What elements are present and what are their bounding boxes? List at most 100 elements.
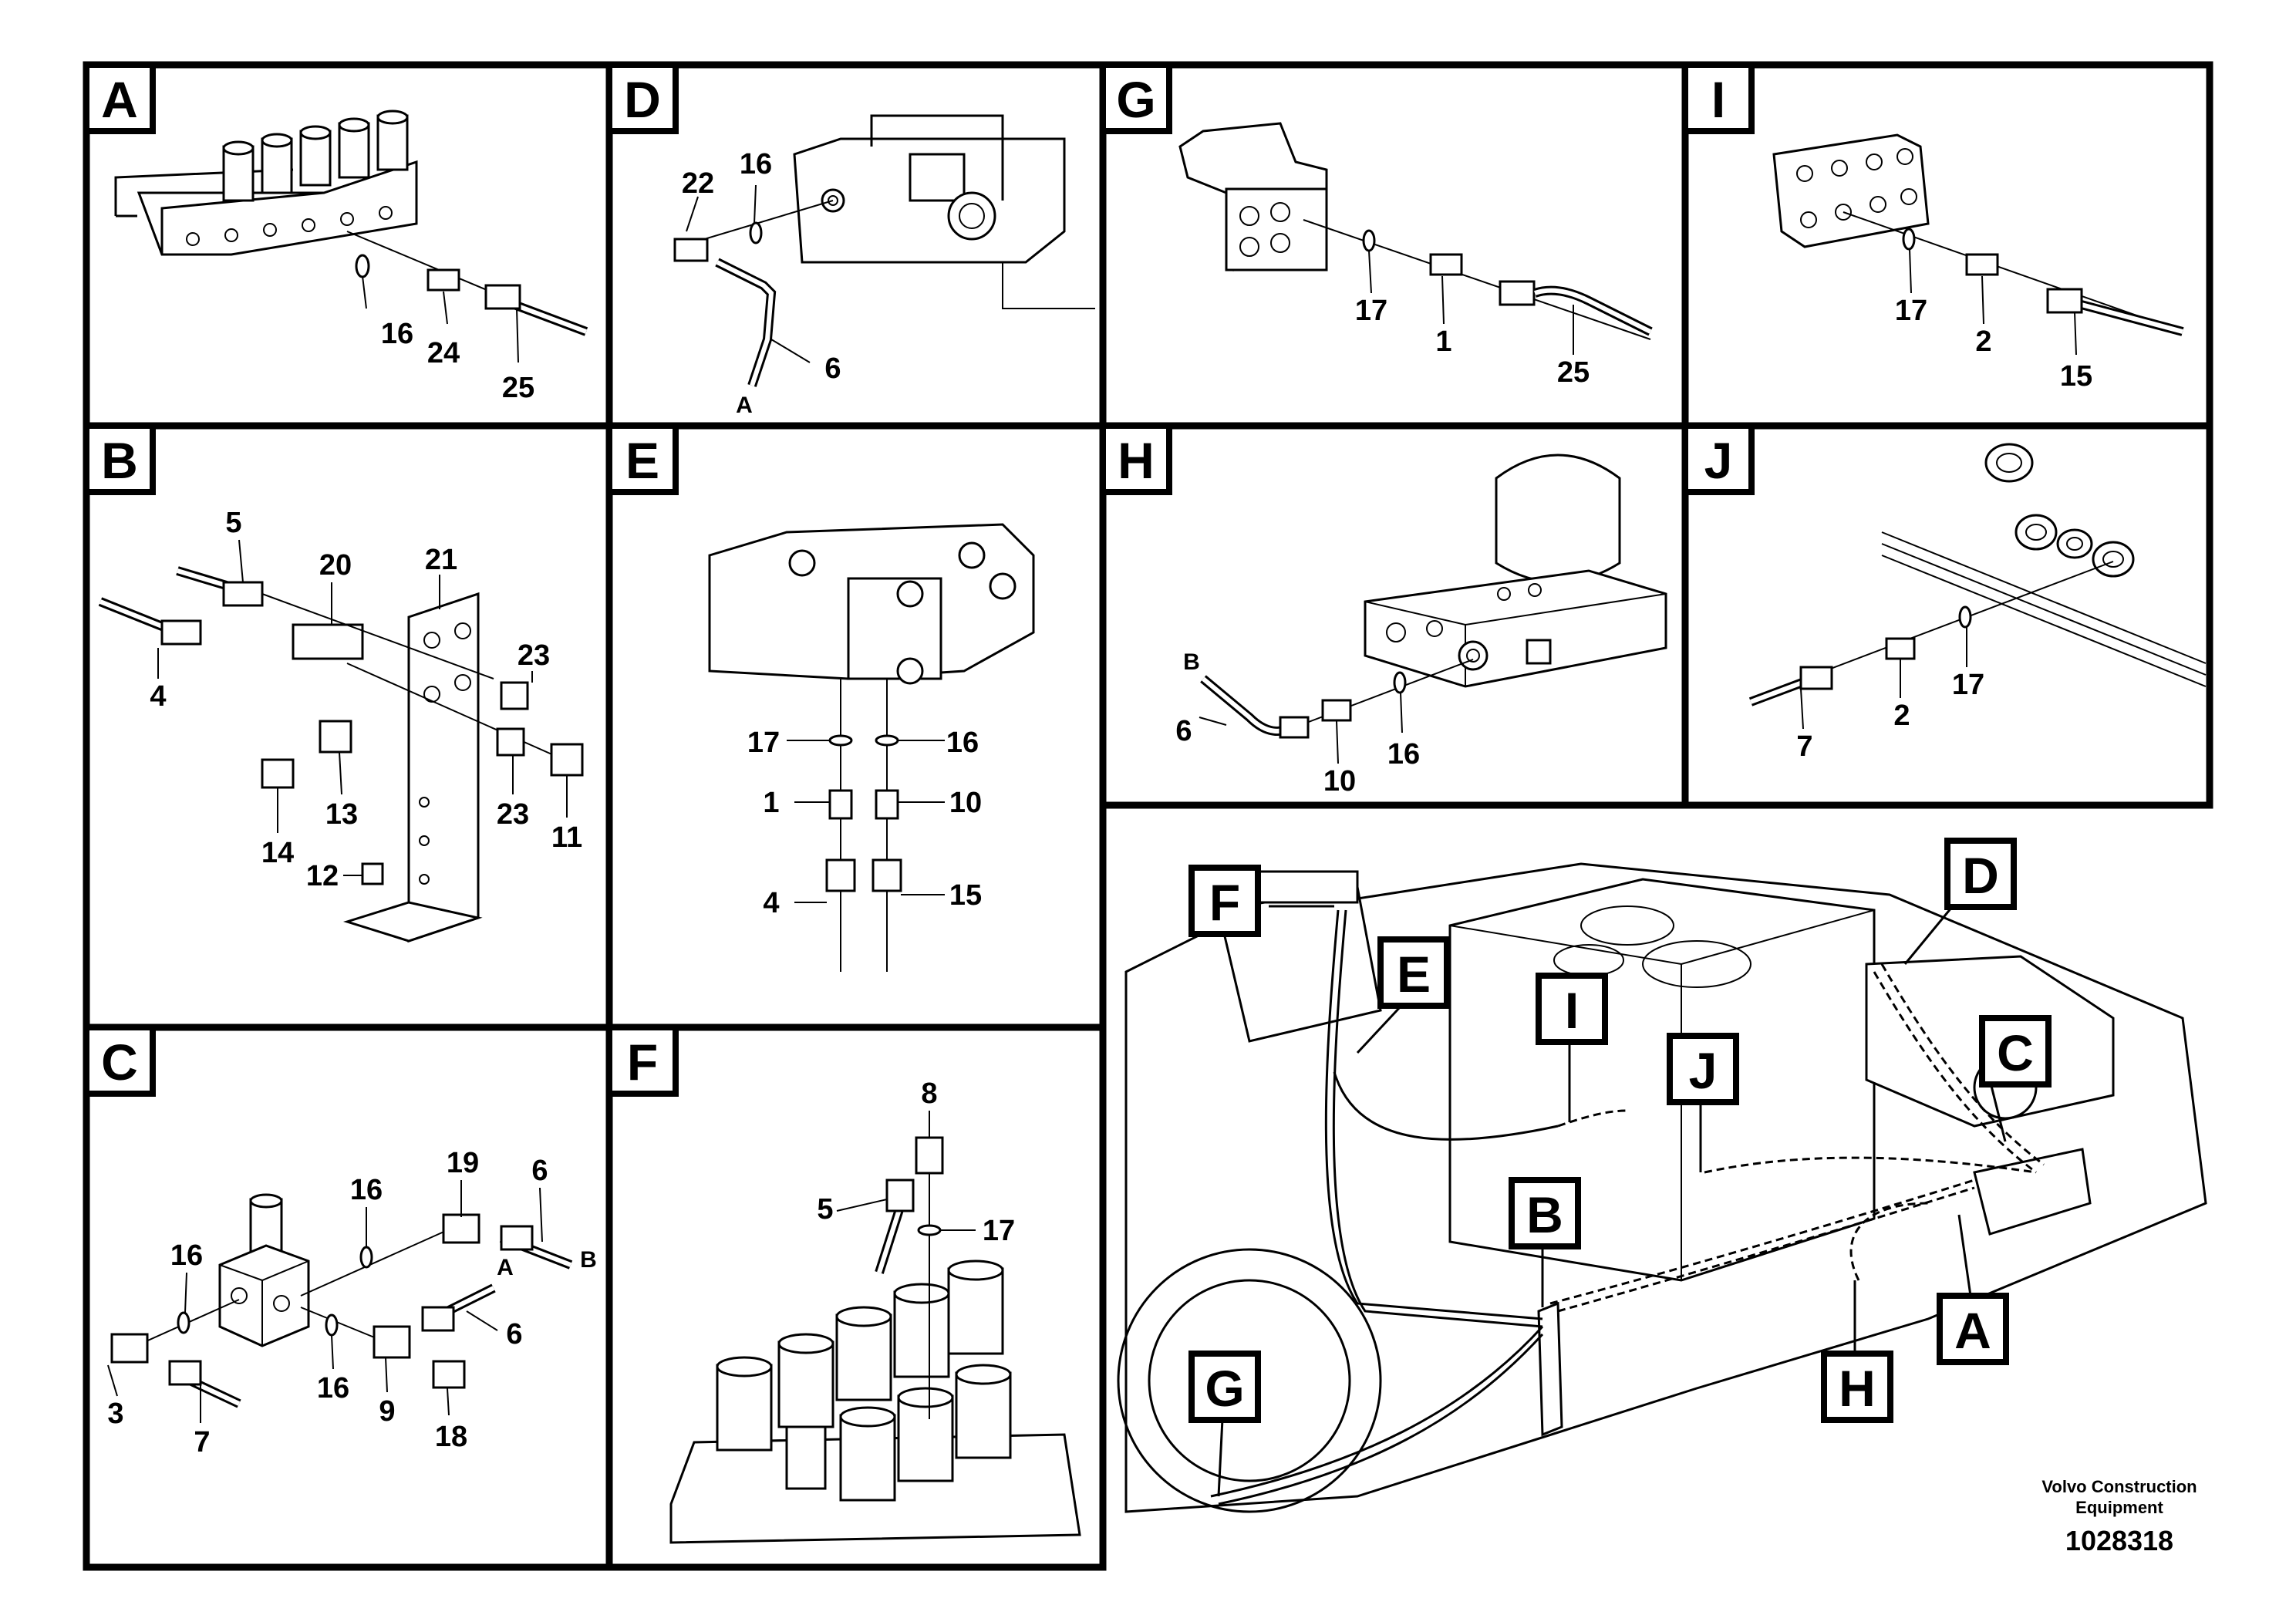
part-label-6b: 6 (506, 1318, 522, 1351)
part-label-22: 22 (682, 167, 714, 200)
overview-tag-c: C (1997, 1024, 2034, 1081)
o-ring-16a (359, 1246, 373, 1269)
panel-c: C 19 (83, 1023, 613, 1571)
part-label-19: 19 (447, 1147, 479, 1179)
connection-ref-b: B (1183, 649, 1200, 675)
panel-e-tag-box (606, 423, 679, 495)
part-label-8: 8 (921, 1077, 937, 1110)
panel-f: F 8 5 17 (605, 1023, 1107, 1571)
panel-b-tag-box (83, 423, 156, 495)
panel-a: A 16 24 25 (83, 61, 613, 430)
part-label-9: 9 (379, 1395, 395, 1428)
bolt-12 (361, 862, 384, 885)
overview-tag-j-box (1667, 1033, 1739, 1105)
connection-ref-b: B (580, 1247, 597, 1273)
panel-a-tag-box (83, 62, 156, 134)
panel-c-tag-box (83, 1024, 156, 1097)
elbow-9 (373, 1325, 411, 1359)
overview-tag-d-box (1944, 838, 2017, 910)
part-label-6: 6 (1175, 715, 1192, 747)
hose-fitting-6b (421, 1306, 455, 1332)
hose-fitting-7 (168, 1360, 202, 1386)
hose-fitting-4 (825, 858, 856, 892)
overview-tag-h-box (1821, 1351, 1893, 1423)
panel-i: I 17 2 15 (1681, 61, 2213, 430)
bracket-overview (1537, 1301, 1563, 1437)
part-label-16: 16 (740, 148, 772, 180)
part-label-6a: 6 (531, 1155, 548, 1187)
pump-illustration (793, 114, 1095, 309)
panel-c-frame (83, 1023, 613, 1571)
sensor-8 (915, 1136, 944, 1175)
panel-j-tag-box (1682, 423, 1755, 495)
adapter-2 (1885, 637, 1916, 660)
hose-fitting-25 (484, 284, 521, 310)
panel-g-frame (1099, 61, 1689, 430)
solenoid-stack-illustration (669, 1259, 1081, 1544)
part-label-16: 16 (381, 318, 413, 350)
part-label-7: 7 (194, 1426, 210, 1458)
elbow-22 (673, 238, 709, 262)
nut-23 (500, 681, 529, 710)
part-label-4: 4 (150, 680, 166, 713)
plug-18 (432, 1360, 466, 1389)
panel-a-tag: A (101, 71, 138, 128)
adapter-24 (426, 268, 460, 292)
part-label-18: 18 (435, 1421, 467, 1453)
hose-fitting-6 (1279, 716, 1310, 739)
mounting-plate-illustration (1772, 133, 1930, 248)
hose-fitting-25 (1499, 280, 1536, 306)
swing-ring (1117, 1248, 1382, 1513)
adapter-10 (1321, 699, 1352, 722)
adapter-10 (875, 789, 899, 820)
overview-tag-e-box (1377, 936, 1450, 1009)
panel-e-tag: E (625, 432, 659, 489)
control-valve-illustration (708, 523, 1035, 685)
panel-i-tag: I (1711, 71, 1725, 128)
part-label-1: 1 (1435, 325, 1451, 358)
overview-tag-d: D (1962, 847, 1999, 904)
part-label-15: 15 (949, 879, 982, 912)
part-label-4: 4 (763, 887, 779, 919)
part-label-11: 11 (551, 821, 582, 854)
part-label-6: 6 (824, 352, 841, 385)
panel-h-tag: H (1118, 432, 1155, 489)
part-label-20: 20 (319, 549, 352, 582)
frame-plate-illustration (1881, 443, 2207, 687)
part-label-17: 17 (747, 727, 780, 759)
part-label-25: 25 (502, 372, 534, 404)
panel-c-tag: C (101, 1034, 138, 1091)
o-ring-17 (1362, 229, 1376, 252)
panel-j-frame (1681, 422, 2213, 809)
panel-g-tag-box (1100, 62, 1172, 134)
overview-tag-e: E (1397, 946, 1431, 1003)
o-ring-16b (177, 1311, 190, 1334)
overview-tag-c-box (1979, 1015, 2052, 1088)
nut-23b (496, 727, 525, 757)
panel-b-tag: B (101, 432, 138, 489)
panel-e-frame (605, 422, 1107, 1031)
part-label-2: 2 (1975, 325, 1991, 358)
tee-20 (292, 623, 364, 660)
overview-tag-a: A (1954, 1302, 1991, 1359)
panel-e: E 17 16 1 10 4 15 (605, 422, 1107, 1031)
overview-tag-g-box (1188, 1351, 1261, 1423)
drawing-number: 1028318 (2065, 1525, 2173, 1556)
hose-fitting-15 (872, 858, 902, 892)
o-ring-17 (828, 734, 853, 747)
hose-fitting-5 (885, 1179, 915, 1212)
part-label-5: 5 (817, 1193, 833, 1226)
overview-tag-i-box (1536, 973, 1608, 1045)
overview-tag-j: J (1689, 1042, 1718, 1099)
o-ring-17 (1902, 228, 1916, 251)
overview-tag-b-box (1509, 1177, 1581, 1249)
panel-b: B 5 20 21 (83, 422, 613, 1031)
panel-f-tag: F (627, 1034, 658, 1091)
panel-g: G 17 1 25 (1099, 61, 1689, 430)
hose-fitting-4 (160, 619, 202, 646)
overview-tag-a-box (1937, 1293, 2009, 1365)
part-label-16: 16 (1387, 738, 1420, 771)
upper-frame-outline (1124, 862, 2207, 1513)
part-label-17: 17 (983, 1215, 1015, 1247)
